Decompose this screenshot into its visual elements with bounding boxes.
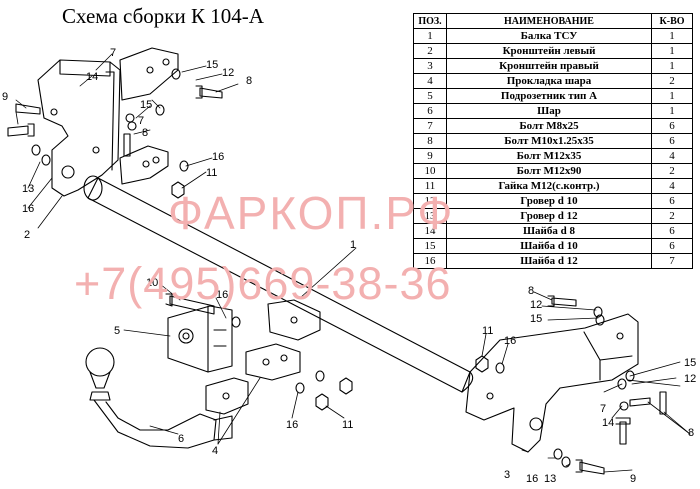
callout-3: 3 [504,469,510,481]
callout-8: 8 [142,127,148,139]
parts-cell-qty: 6 [651,193,693,209]
callout-13: 13 [544,473,556,485]
callout-7: 7 [138,115,144,127]
callout-1: 1 [350,239,356,251]
parts-cell-name: Шайба d 12 [446,253,652,269]
callout-8: 8 [246,75,252,87]
callout-14: 14 [602,417,614,429]
callout-12: 12 [530,299,542,311]
tow-ball-part [85,347,233,449]
callout-16: 16 [212,151,224,163]
parts-cell-name: Кронштейн правый [446,58,652,74]
upper-bracket-plate [119,47,179,101]
parts-cell-name: Гайка М12(с.контр.) [446,178,652,194]
callout-13: 13 [22,183,34,195]
parts-cell-name: Прокладка шара [446,73,652,89]
callout-2: 2 [24,229,30,241]
callout-15: 15 [206,59,218,71]
callout-16: 16 [22,203,34,215]
bolt-part [7,85,667,475]
callout-15: 15 [530,313,542,325]
callout-16: 16 [504,335,516,347]
callout-9: 9 [2,91,8,103]
callout-10: 10 [146,277,158,289]
ball-plate-right [245,343,301,381]
ball-plate-left [205,377,249,415]
leader-lines [15,53,691,473]
callout-labels: 7 14 15 12 8 15 7 8 9 13 16 2 16 11 1 10… [2,47,696,485]
callout-8: 8 [688,427,694,439]
callout-6: 6 [178,433,184,445]
beam-side-plate [267,299,321,341]
callout-8: 8 [528,285,534,297]
callout-11: 11 [206,167,217,179]
socket-bracket-part [167,305,233,373]
right-bracket-part [465,313,639,453]
callout-11: 11 [482,325,493,337]
parts-table-header-row: ПОЗ. НАИМЕНОВАНИЕ К-ВО [413,13,693,29]
washer-parts [31,68,635,468]
parts-cell-name: Подрозетник тип А [446,88,652,104]
callout-9: 9 [630,473,636,485]
callout-7: 7 [600,403,606,415]
callout-16: 16 [216,289,228,301]
callout-7: 7 [110,47,116,59]
callout-12: 12 [684,373,696,385]
parts-cell-name: Болт М12х35 [446,148,652,164]
parts-cell-qty: 7 [651,253,693,269]
callout-16: 16 [286,419,298,431]
left-bracket-part [37,59,121,197]
callout-11: 11 [342,419,353,431]
callout-16: 16 [526,473,538,485]
parts-cell-name: Балка ТСУ [446,28,652,44]
callout-5: 5 [114,325,120,337]
callout-14: 14 [86,71,98,83]
callout-15: 15 [140,99,152,111]
callout-12: 12 [222,67,234,79]
parts-cell-pos: 16 [413,253,447,269]
callout-4: 4 [212,445,218,457]
tow-beam-part [83,175,474,393]
callout-15: 15 [684,357,696,369]
parts-cell-name: Болт М8х25 [446,118,652,134]
middle-bracket-plate [119,145,169,185]
diagram-title: Схема сборки К 104-А [62,4,264,28]
